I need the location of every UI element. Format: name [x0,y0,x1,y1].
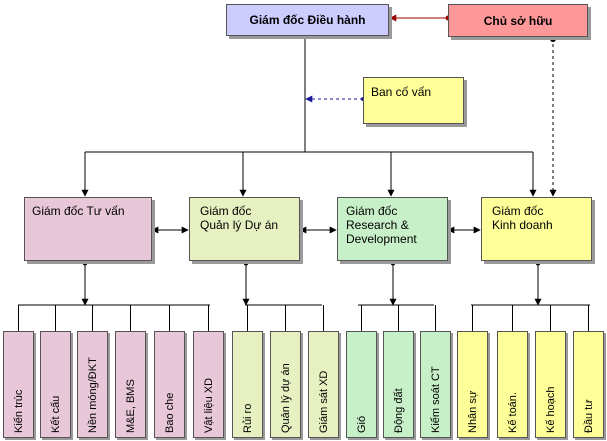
director-label-1-line1: Giám đốc Tư vấn [32,204,125,218]
unit-box[interactable]: Động đất [383,331,414,438]
unit-box[interactable]: Nền móng/ĐKT [77,331,108,438]
director-label-2-line2: Quản lý Dự án [200,218,279,232]
unit-box[interactable]: Bao che [154,331,185,438]
advisory-box[interactable]: Ban cố vấn [363,77,464,124]
unit-label: M&E, BMS [125,379,137,433]
unit-label: Quản lý dự án [280,363,292,433]
unit-box[interactable]: Nhân sự [457,331,488,438]
unit-box[interactable]: Kế hoạch [535,331,566,438]
unit-box[interactable]: Gió [346,331,377,438]
unit-box[interactable]: Rủi ro [232,331,263,438]
director-label-3-line3: Development [346,232,417,246]
director-label-3-line2: Research & [346,218,409,232]
owner-dashed-dot [550,36,556,42]
unit-label: Kiến trúc [13,389,25,433]
owner-box[interactable]: Chủ sở hữu [448,4,588,37]
director-2-dot [243,260,249,266]
unit-box[interactable]: Kiến trúc [3,331,34,438]
unit-label: Kế hoạch [545,386,557,433]
director-label-4-line1: Giám đốc [492,204,544,218]
unit-label: Giám sát XD [318,370,330,433]
unit-box[interactable]: Vật liệu XD [193,331,224,438]
unit-label: Đầu tư [583,399,595,433]
unit-label: Gió [356,415,368,433]
unit-box[interactable]: Giám sát XD [308,331,339,438]
director-label-2-line1: Giám đốc [200,204,252,218]
unit-label: Kế toán. [507,392,519,433]
owner-label: Chủ sở hữu [483,13,553,28]
unit-box[interactable]: Kiểm soát CT [420,331,451,438]
unit-label: Vật liệu XD [203,377,215,433]
advisory-label: Ban cố vấn [371,85,432,99]
director-1-dot [82,260,88,266]
unit-label: Nền móng/ĐKT [87,357,99,433]
director-label-3-line1: Giám đốc [346,204,398,218]
ceo-box[interactable]: Giám đốc Điều hành [226,4,389,36]
unit-label: Nhân sự [467,390,479,433]
unit-label: Kiểm soát CT [430,366,442,433]
director-3-dot [390,260,396,266]
unit-label: Động đất [393,388,405,433]
ceo-label: Giám đốc Điều hành [249,13,366,27]
unit-label: Rủi ro [242,403,254,433]
unit-box[interactable]: Quản lý dự án [270,331,301,438]
director-label-4-line2: Kinh doanh [492,218,553,232]
unit-box[interactable]: Kế toán. [497,331,528,438]
unit-label: Bao che [164,392,176,433]
unit-box[interactable]: Kết cấu [40,331,71,438]
unit-label: Kết cấu [50,395,62,433]
director-4-dot [535,260,541,266]
unit-box[interactable]: Đầu tư [573,331,604,438]
director-box-1[interactable]: Giám đốc Tư vấn [24,197,152,261]
unit-box[interactable]: M&E, BMS [115,331,146,438]
